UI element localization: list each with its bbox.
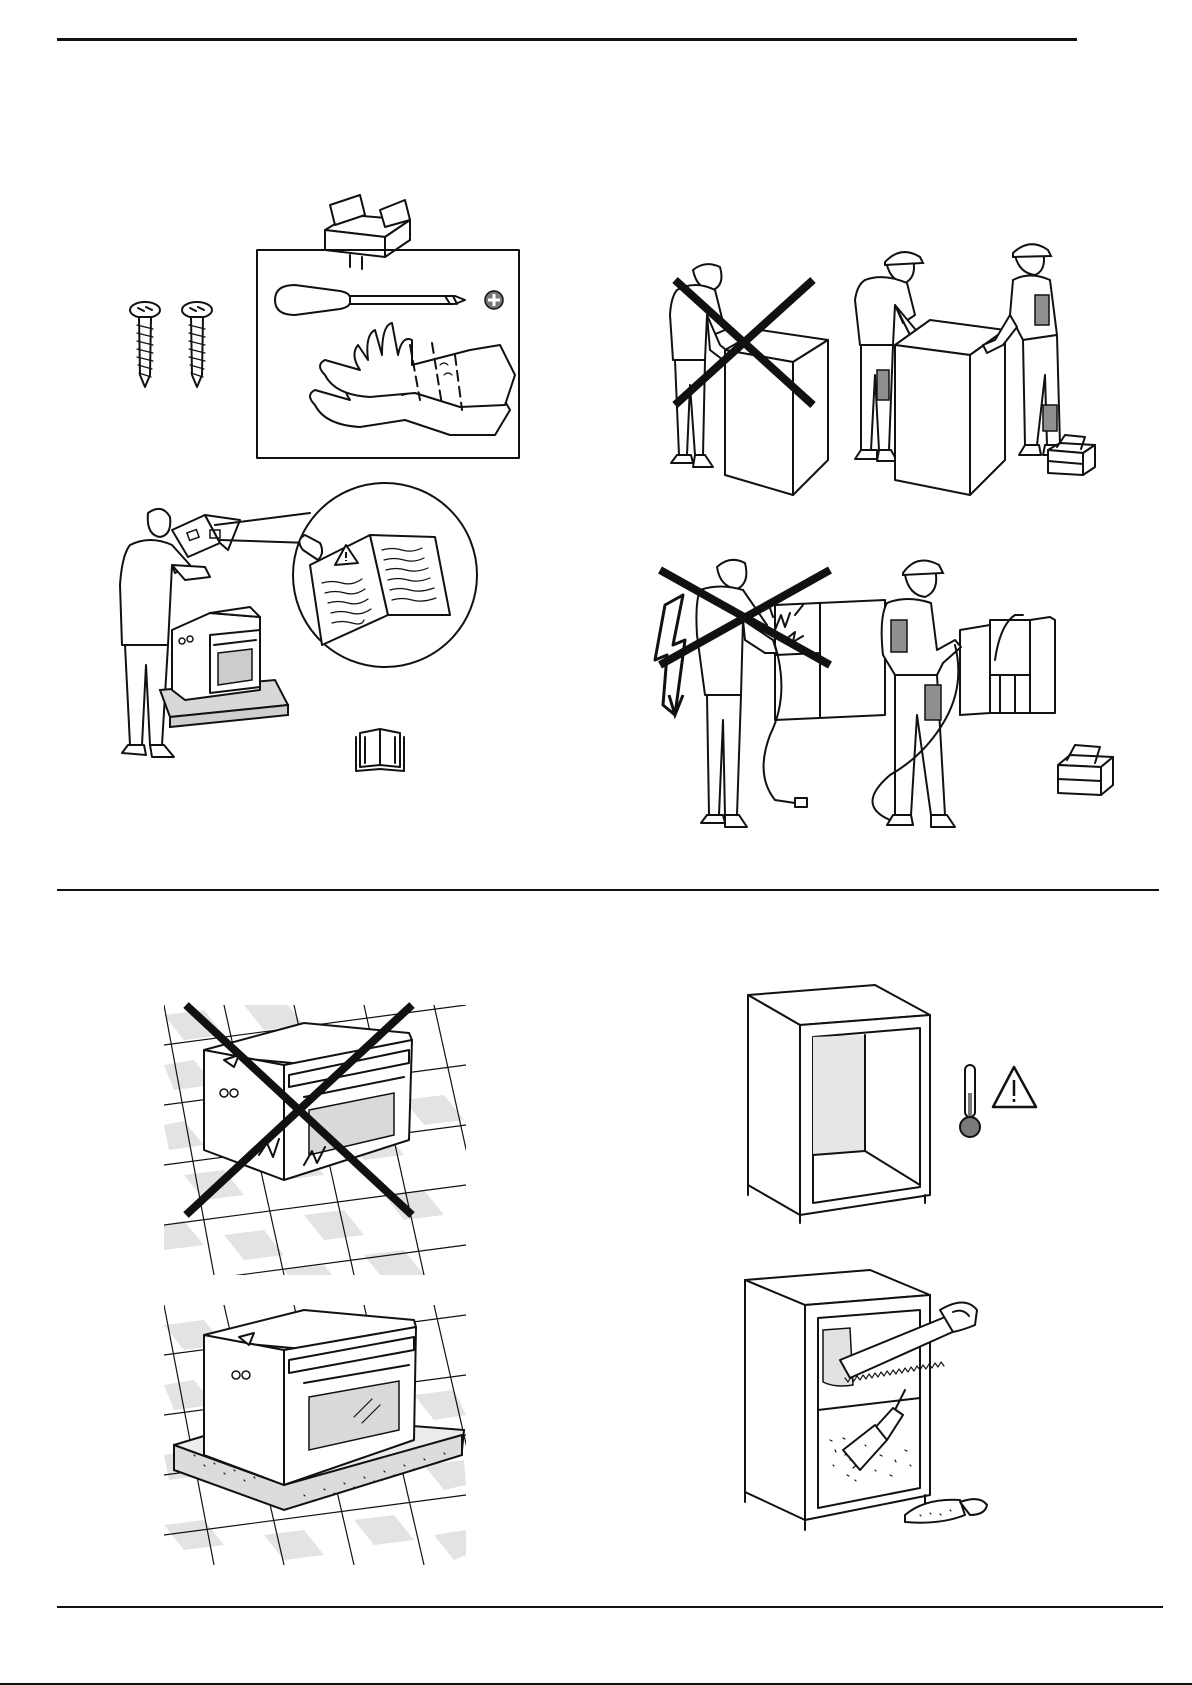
do-not-place-on-floor-panel: [164, 1005, 466, 1275]
cabinet-heat-resistance-panel: [740, 985, 1070, 1225]
screw-icon: [182, 302, 212, 387]
electrician-figure: [882, 561, 961, 828]
top-rule: [57, 38, 1077, 41]
cardboard-box: [725, 330, 828, 495]
bottom-rule: [57, 1606, 1163, 1608]
screw-icon: [130, 302, 160, 387]
warning-triangle-icon: [993, 1067, 1036, 1107]
cut-and-clean-cabinet-panel: [735, 1270, 1065, 1540]
read-manual-panel: [110, 495, 510, 770]
middle-rule: [57, 889, 1159, 891]
cabinet-figure: [745, 1270, 930, 1530]
toolbox-icon: [325, 195, 410, 269]
gloves-icon: [310, 323, 515, 435]
phillips-head-icon: [485, 291, 503, 309]
manual-book-icon: [356, 729, 404, 771]
two-person-lift-panel: [665, 235, 1120, 520]
dustpan-icon: [905, 1499, 987, 1523]
toolbox-icon: [1058, 745, 1113, 795]
oven-figure: [160, 607, 288, 727]
thermometer-icon: [960, 1065, 980, 1137]
qualified-electrician-panel: [655, 545, 1120, 840]
screwdriver-icon: [275, 285, 465, 315]
screws-and-tools-panel: [110, 195, 530, 465]
place-on-packaging-base-panel: [164, 1305, 466, 1565]
cabinet-figure: [748, 985, 930, 1223]
